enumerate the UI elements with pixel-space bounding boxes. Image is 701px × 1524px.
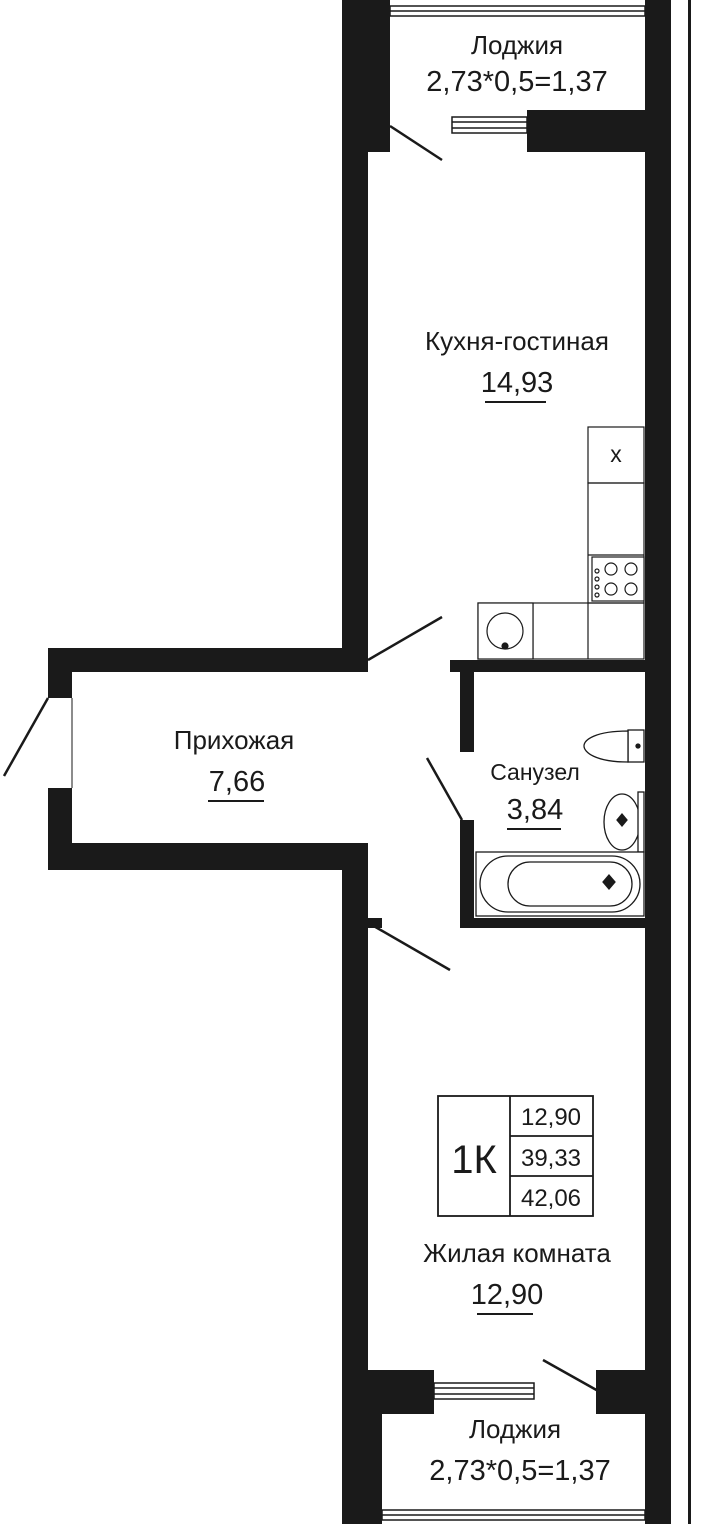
hallway-area: 7,66: [209, 766, 265, 798]
sink: [603, 791, 645, 853]
kitchen-name: Кухня-гостиная: [425, 326, 609, 356]
right-outer-wall: [645, 0, 671, 1524]
hallway-name: Прихожая: [174, 725, 294, 755]
loggia-bottom-area: 2,73*0,5=1,37: [429, 1455, 610, 1487]
door-loggia-bottom: [542, 1358, 601, 1394]
facade-line: [688, 0, 691, 1524]
living-door-stub: [368, 918, 382, 928]
hallway-entry-wall-top: [48, 648, 72, 698]
loggia-top-left-wall: [342, 0, 390, 152]
bathtub: [475, 851, 645, 917]
window-living: [433, 1382, 535, 1400]
summary-living-area: 12,90: [521, 1104, 581, 1131]
bathroom-top-wall: [450, 660, 646, 672]
hallway-bottom-wall: [48, 843, 368, 870]
window-kitchen: [451, 116, 528, 134]
door-living: [371, 923, 451, 972]
bathroom-left-wall-bottom: [460, 820, 474, 928]
bathroom-area: 3,84: [507, 794, 563, 826]
door-loggia-top: [389, 124, 443, 162]
hallway-top-wall: [48, 648, 368, 672]
summary-table: [437, 1095, 594, 1217]
walls: [48, 0, 691, 1524]
bathroom-left-wall-top: [460, 672, 474, 752]
apartment-type: 1К: [451, 1138, 497, 1182]
loggia-bottom-right-wall: [596, 1370, 648, 1414]
bathroom-fixtures: [475, 729, 645, 917]
loggia-top-right-wall: [527, 110, 647, 152]
loggia-top-name: Лоджия: [471, 30, 563, 60]
windows: [71, 5, 646, 1521]
vent-ducts: [474, 676, 636, 690]
kitchen-fixtures: [477, 426, 645, 660]
summary-total-area: 39,33: [521, 1145, 581, 1172]
loggia-top-area: 2,73*0,5=1,37: [426, 66, 607, 98]
kitchen-area: 14,93: [481, 367, 554, 399]
toilet: [583, 729, 645, 763]
bathroom-bottom-wall: [460, 918, 646, 928]
living-left-wall: [342, 843, 368, 1373]
door-entrance: [2, 697, 50, 777]
door-kitchen: [367, 615, 443, 662]
loggia-bottom-name: Лоджия: [469, 1414, 561, 1444]
hood-mark: x: [610, 441, 622, 467]
bathroom-name: Санузел: [490, 759, 580, 785]
summary-total-with-loggia: 42,06: [521, 1185, 581, 1212]
kitchen-left-wall: [342, 150, 368, 670]
door-bathroom: [425, 757, 464, 821]
loggia-bottom-left-wall-ext: [342, 1370, 382, 1524]
living-room-area: 12,90: [471, 1279, 544, 1311]
door-swings: [2, 124, 601, 1394]
stove: [591, 556, 645, 602]
living-room-name: Жилая комната: [423, 1238, 611, 1268]
